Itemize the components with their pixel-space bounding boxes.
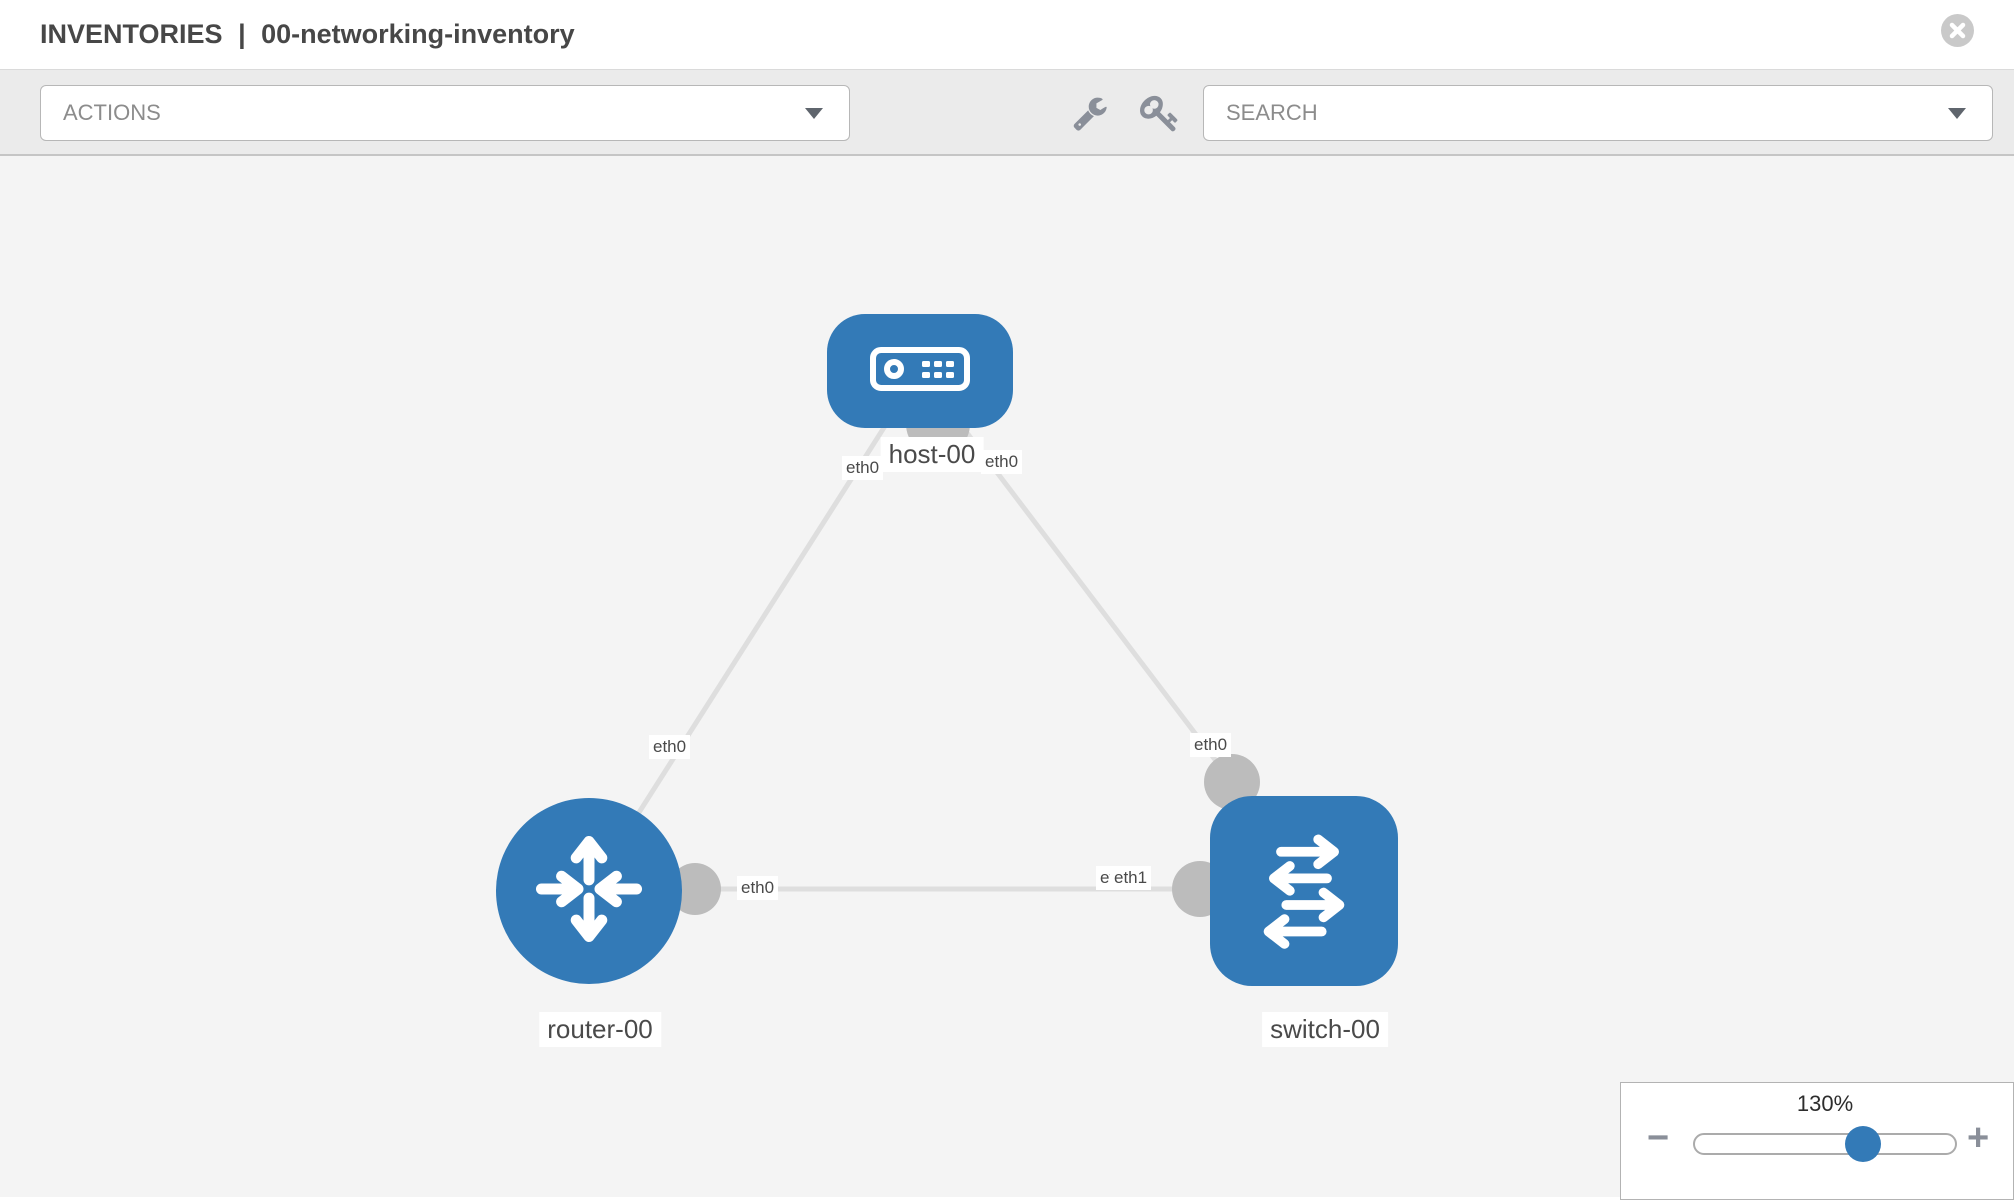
router-icon [525,825,653,958]
zoom-in-button[interactable]: + [1967,1117,1990,1159]
node-switch-00[interactable] [1210,796,1398,986]
iface-label-router-top: eth0 [649,735,691,759]
zoom-control-panel: 130% − + [1620,1082,2014,1200]
close-button[interactable] [1941,14,1974,47]
page-title: INVENTORIES | 00-networking-inventory [40,0,575,69]
wrench-icon [1072,95,1108,131]
page-title-separator: | [238,19,246,49]
zoom-slider-track[interactable] [1693,1133,1957,1155]
header-bar: INVENTORIES | 00-networking-inventory [0,0,2014,70]
node-label-router-00: router-00 [539,1012,661,1047]
tools-button[interactable] [1072,95,1108,131]
key-icon [1140,93,1180,133]
inventory-name: 00-networking-inventory [261,19,575,49]
zoom-percent-label: 130% [1796,1091,1854,1116]
node-label-switch-00: switch-00 [1262,1012,1388,1047]
iface-label-host-left: eth0 [842,456,884,480]
iface-label-switch-eth1: eth1 [1110,866,1152,890]
topology-canvas[interactable]: host-00 router-00 switch-00 eth0 eth0 et… [0,156,2014,1197]
credentials-button[interactable] [1140,93,1180,133]
connector-router-right [669,863,721,915]
topology-links-layer [586,369,1260,917]
toolbar: ACTIONS SEARCH [0,70,2014,156]
actions-dropdown[interactable]: ACTIONS [40,85,850,141]
node-router-00[interactable] [496,798,682,984]
iface-label-router-right: eth0 [737,876,779,900]
iface-label-host-right: eth0 [981,450,1023,474]
host-icon [870,346,970,396]
chevron-down-icon [805,108,823,119]
zoom-out-button[interactable]: − [1647,1117,1670,1159]
actions-dropdown-label: ACTIONS [63,100,161,125]
zoom-slider-thumb[interactable] [1845,1126,1881,1162]
iface-label-switch-top: eth0 [1190,733,1232,757]
chevron-down-icon [1948,108,1966,119]
node-label-host-00: host-00 [880,437,984,472]
search-dropdown[interactable]: SEARCH [1203,85,1993,141]
page-title-section: INVENTORIES [40,19,223,49]
search-dropdown-label: SEARCH [1226,100,1318,125]
node-host-00[interactable] [827,314,1013,428]
switch-icon [1242,827,1366,956]
